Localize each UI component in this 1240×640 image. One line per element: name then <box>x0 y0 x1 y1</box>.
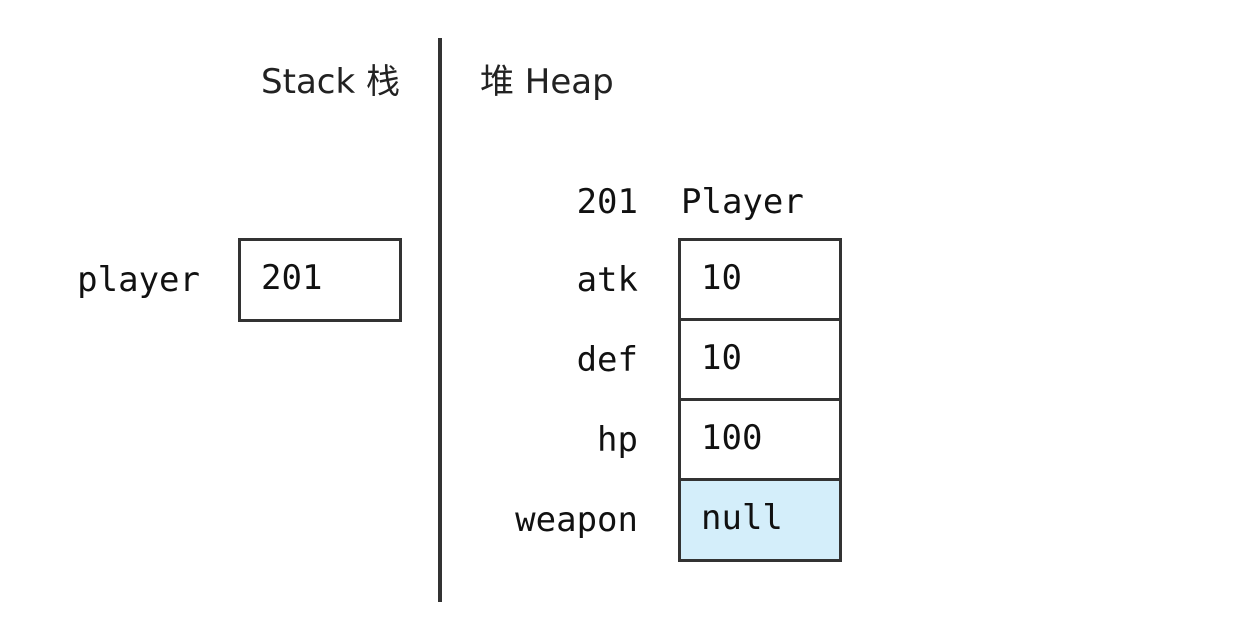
field-label-hp: hp <box>597 420 638 460</box>
stack-heap-divider <box>438 38 442 602</box>
field-value-cell-def: 10 <box>678 318 842 402</box>
field-label-def: def <box>576 340 638 380</box>
field-value-cell-weapon: null <box>678 478 842 562</box>
stack-variable-name: player <box>77 260 200 300</box>
heap-object-address: 201 <box>576 182 638 222</box>
field-value-cell-atk: 10 <box>678 238 842 322</box>
heap-object-type: Player <box>681 182 804 222</box>
field-label-atk: atk <box>576 260 638 300</box>
field-value-cell-hp: 100 <box>678 398 842 482</box>
stack-heading: Stack 栈 <box>261 62 400 102</box>
field-label-weapon: weapon <box>515 500 638 540</box>
stack-variable-value-cell: 201 <box>238 238 402 322</box>
heap-heading: 堆 Heap <box>480 62 614 102</box>
